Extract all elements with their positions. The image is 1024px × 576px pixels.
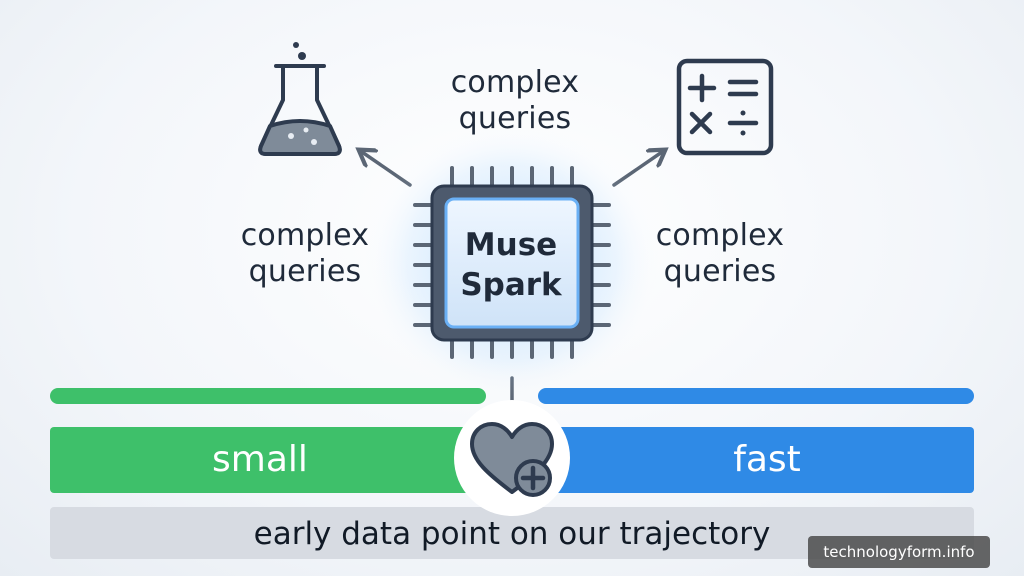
chip-label-line-2: Spark	[460, 267, 562, 303]
calculator-icon	[676, 58, 774, 156]
heart-plus-icon	[454, 400, 570, 516]
small-bar-label: small	[212, 439, 308, 480]
label-left-line-1: complex	[240, 218, 370, 253]
fast-bar-group	[504, 388, 974, 493]
label-top-line-1: complex	[450, 65, 580, 100]
label-right-line-1: complex	[655, 218, 785, 253]
label-right-complex-queries: complex queries	[620, 218, 820, 290]
chip-label-line-1: Muse	[464, 227, 558, 263]
label-top-line-2: queries	[458, 101, 572, 136]
label-top-complex-queries: complex queries	[410, 65, 620, 137]
chip-label: Muse Spark	[446, 225, 576, 305]
fast-bar-label: fast	[733, 439, 801, 480]
small-bar-group	[50, 388, 520, 493]
processor-chip-icon	[362, 122, 662, 402]
footer-bar	[50, 507, 974, 559]
label-right-line-2: queries	[663, 254, 777, 289]
watermark: technologyform.info	[808, 536, 990, 568]
flask-icon	[258, 42, 342, 156]
label-left-line-2: queries	[248, 254, 362, 289]
label-left-complex-queries: complex queries	[205, 218, 405, 290]
footer-caption: early data point on our trajectory	[253, 516, 771, 552]
